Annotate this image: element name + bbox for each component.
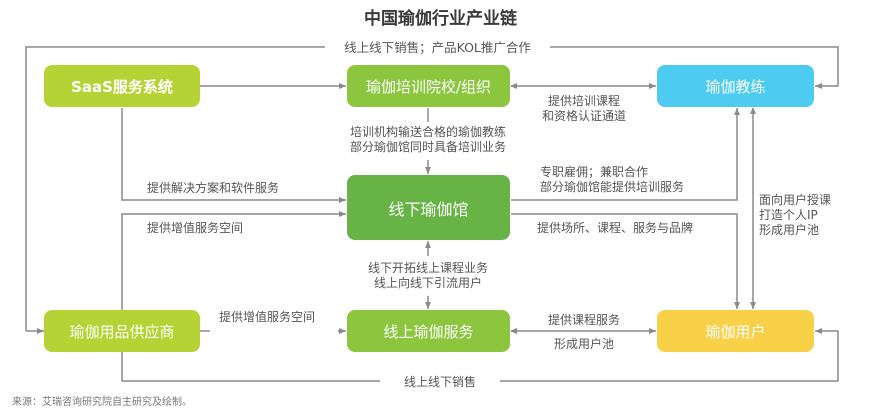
label-school-coach-line2: 和资格认证通道	[541, 109, 626, 123]
label-school-coach-line1: 提供培训课程	[547, 94, 620, 108]
node-supplier: 瑜伽用品供应商	[44, 310, 200, 352]
label-studio-user: 提供场所、课程、服务与品牌	[537, 221, 694, 235]
label-coach-user-line2: 打造个人IP	[759, 208, 818, 222]
label-studio-online: 线下开拓线上课程业务 线上向线下引流用户	[350, 261, 506, 291]
source-note: 来源：艾瑞咨询研究院自主研究及绘制。	[12, 397, 192, 408]
label-coach-user: 面向用户授课 打造个人IP 形成用户池	[759, 193, 831, 238]
label-studio-coach-line1: 专职雇佣；兼职合作	[540, 165, 649, 179]
diagram-title: 中国瑜伽行业产业链	[364, 9, 517, 29]
node-supplier-label: 瑜伽用品供应商	[69, 322, 175, 341]
node-yoga-coach: 瑜伽教练	[657, 65, 814, 107]
node-yoga-user: 瑜伽用户	[657, 310, 814, 352]
label-studio-coach: 专职雇佣；兼职合作 部分瑜伽馆能提供培训服务	[540, 165, 684, 195]
node-training-school-label: 瑜伽培训院校/组织	[365, 77, 492, 96]
label-online-user-line2: 形成用户池	[553, 337, 614, 351]
label-saas-studio: 提供解决方案和软件服务	[147, 181, 280, 195]
node-saas-system-label: SaaS服务系统	[71, 77, 173, 96]
label-online-user-line1: 提供课程服务	[547, 313, 620, 327]
node-online-service: 线上瑜伽服务	[347, 310, 510, 352]
label-studio-online-line1: 线下开拓线上课程业务	[367, 261, 488, 275]
node-online-service-label: 线上瑜伽服务	[383, 322, 474, 341]
node-saas-system: SaaS服务系统	[44, 65, 200, 107]
label-studio-coach-line2: 部分瑜伽馆能提供培训服务	[540, 180, 685, 194]
label-studio-online-line2: 线上向线下引流用户	[373, 276, 482, 290]
label-bottom-loop: 线上线下销售	[403, 375, 476, 389]
node-offline-studio-label: 线下瑜伽馆	[388, 199, 469, 219]
node-offline-studio: 线下瑜伽馆	[347, 175, 510, 240]
label-coach-user-line1: 面向用户授课	[759, 193, 832, 207]
label-top-loop: 线上线下销售；产品KOL推广合作	[344, 40, 531, 55]
node-training-school: 瑜伽培训院校/组织	[347, 65, 510, 107]
label-supplier-online: 提供增值服务空间	[219, 310, 316, 324]
node-yoga-user-label: 瑜伽用户	[705, 322, 766, 341]
label-supplier-studio: 提供增值服务空间	[147, 221, 244, 235]
label-school-studio: 培训机构输送合格的瑜伽教练 部分瑜伽馆同时具备培训业务	[330, 125, 526, 155]
label-school-studio-line2: 部分瑜伽馆同时具备培训业务	[349, 140, 506, 154]
label-school-studio-line1: 培训机构输送合格的瑜伽教练	[349, 125, 506, 139]
node-yoga-coach-label: 瑜伽教练	[705, 77, 766, 96]
label-coach-user-line3: 形成用户池	[759, 223, 820, 237]
label-school-coach: 提供培训课程 和资格认证通道	[520, 94, 648, 124]
